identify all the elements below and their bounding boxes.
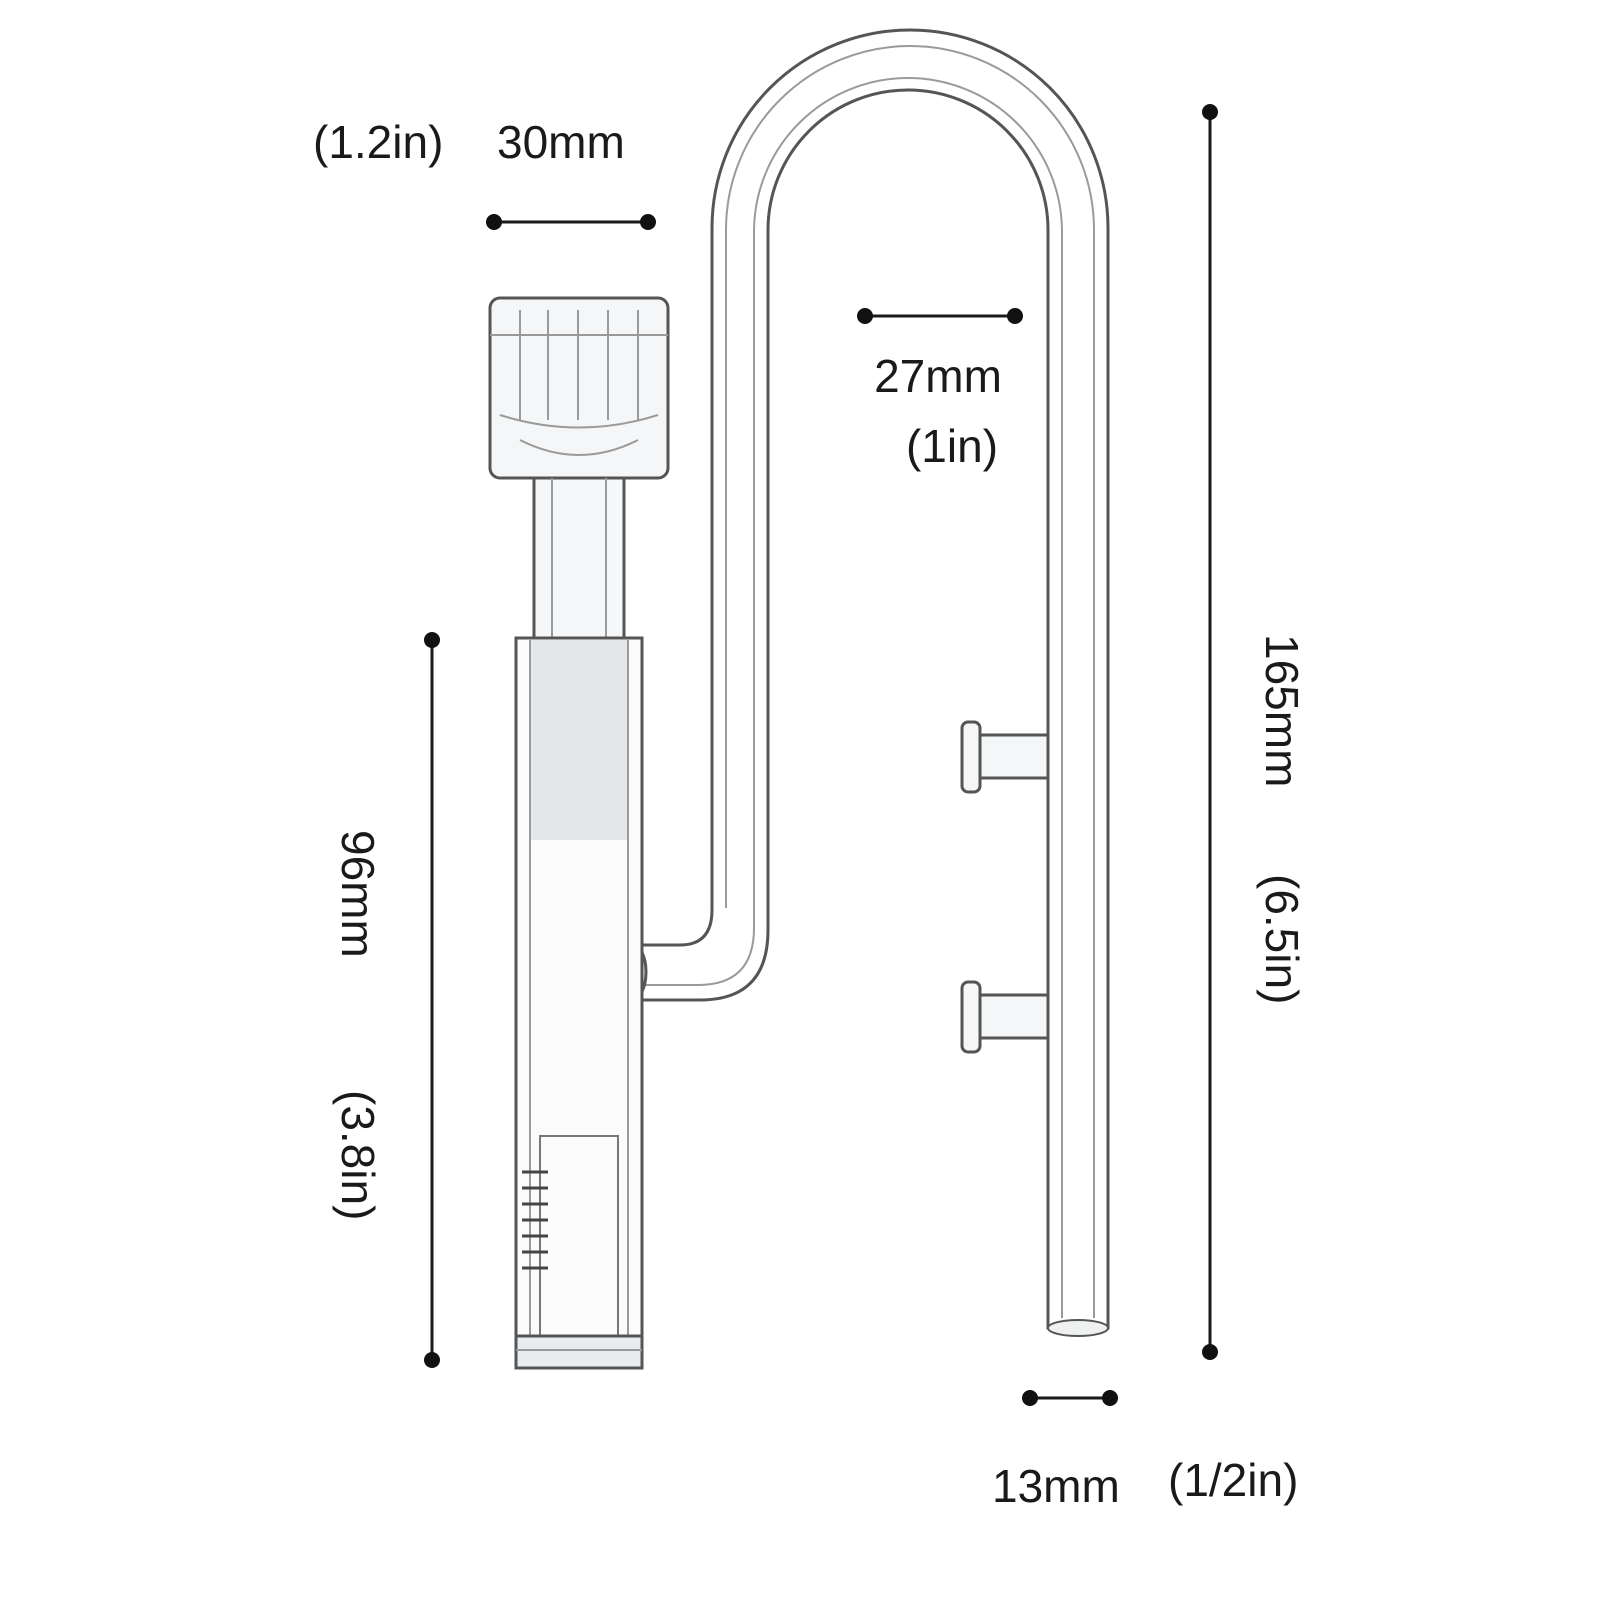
inflow-body <box>514 636 644 1370</box>
bend-width-mm: 27mm <box>874 350 1002 402</box>
j-tube-inner <box>640 77 1063 1318</box>
bend-width-dot-left <box>857 308 873 324</box>
inflow-height-dot-bottom <box>424 1352 440 1368</box>
filter-slots <box>522 1170 548 1270</box>
inflow-height-dot-top <box>424 632 440 648</box>
total-height-mm: 165mm <box>1256 634 1308 787</box>
tube-diameter-dot-right <box>1102 1390 1118 1406</box>
tube-opening <box>1047 1319 1109 1337</box>
dimension-bend-width: 27mm (1in) <box>857 308 1023 472</box>
total-height-inch: (6.5in) <box>1256 874 1308 1004</box>
bend-width-dot-right <box>1007 308 1023 324</box>
top-width-dot-left <box>486 214 502 230</box>
glass-inflow-pipe <box>488 28 1110 1370</box>
bend-width-inch: (1in) <box>906 420 998 472</box>
dimension-top-width: (1.2in) 30mm <box>313 116 656 230</box>
j-tube-inner-2 <box>725 45 1095 1318</box>
skimmer-cup <box>488 296 670 480</box>
dimension-total-height: 165mm (6.5in) <box>1202 104 1308 1360</box>
total-height-dot-top <box>1202 104 1218 120</box>
suction-holder-upper <box>960 720 1050 794</box>
inflow-height-mm: 96mm <box>332 830 384 958</box>
tube-diameter-mm: 13mm <box>992 1460 1120 1512</box>
total-height-dot-bottom <box>1202 1344 1218 1360</box>
top-width-inch: (1.2in) <box>313 116 443 168</box>
tube-diameter-inch: (1/2in) <box>1168 1454 1298 1506</box>
j-tube-outer <box>632 28 1110 1330</box>
dimension-inflow-height: 96mm (3.8in) <box>332 632 440 1368</box>
suction-holder-lower <box>960 980 1050 1054</box>
inflow-height-inch: (3.8in) <box>332 1090 384 1220</box>
top-width-mm: 30mm <box>497 116 625 168</box>
dimension-tube-diameter: 13mm (1/2in) <box>992 1390 1298 1512</box>
tube-diameter-dot-left <box>1022 1390 1038 1406</box>
skimmer-neck <box>532 476 626 640</box>
top-width-dot-right <box>640 214 656 230</box>
